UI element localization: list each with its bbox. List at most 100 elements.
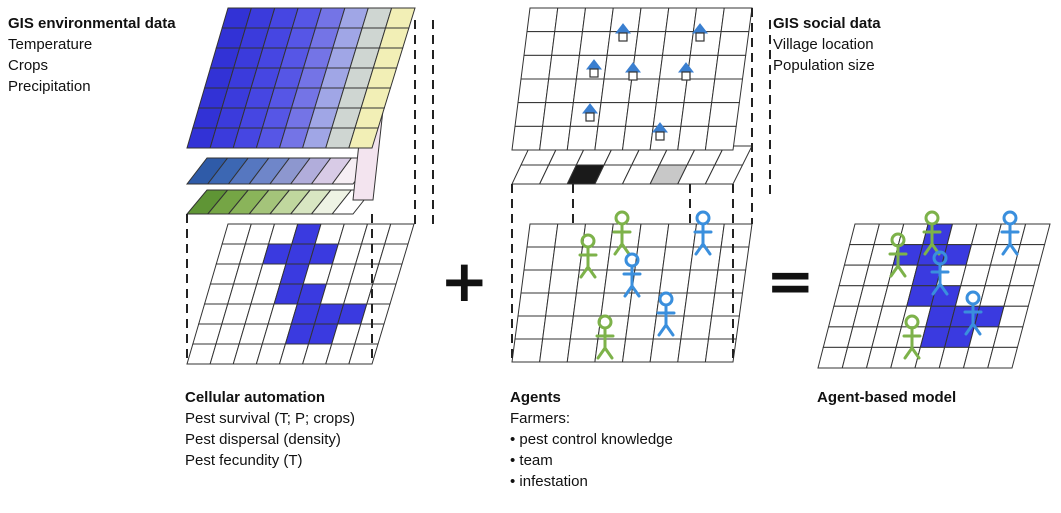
grid-cell <box>514 102 547 127</box>
temperature-layer <box>186 7 416 149</box>
grid-cell <box>637 7 670 33</box>
agent-right-leg <box>630 284 641 298</box>
grid-cell <box>514 315 547 340</box>
grid-cell <box>572 78 605 104</box>
grid-cell <box>517 78 550 104</box>
grid-cell <box>526 223 559 248</box>
agent-right-leg <box>1008 242 1019 256</box>
agent-right-leg <box>910 346 921 360</box>
population-layer <box>511 145 753 185</box>
agent-left-leg <box>1001 242 1012 256</box>
ca-label: Cellular automation Pest survival (T; P;… <box>185 387 355 471</box>
grid-cell <box>551 246 584 271</box>
grid-cell <box>992 326 1024 348</box>
grid-cell <box>597 102 630 127</box>
agents-grid <box>511 210 753 363</box>
grid-cell <box>686 269 719 294</box>
grid-cell <box>348 127 379 149</box>
grid-cell <box>520 54 553 80</box>
ca-item-survival: Pest survival (T; P; crops) <box>185 410 356 427</box>
grid-cell <box>717 31 750 56</box>
grid-cell <box>628 292 661 317</box>
grid-cell <box>545 78 577 104</box>
grid-cell <box>517 292 550 317</box>
precipitation-layer <box>185 157 373 185</box>
grid-cell <box>520 269 553 294</box>
grid-cell <box>554 223 587 248</box>
grid-cell <box>511 125 544 151</box>
agent-left-leg <box>931 282 942 296</box>
agent-left-leg <box>623 284 634 298</box>
grid-cell <box>683 78 716 104</box>
agent-left-leg <box>964 322 975 336</box>
grid-cell <box>683 292 716 317</box>
grid-cell <box>714 54 747 80</box>
grid-cell <box>581 7 614 33</box>
grid-cell <box>704 125 737 151</box>
grid-cell <box>637 223 670 248</box>
grid-cell <box>707 102 740 127</box>
social-layer-stack <box>511 7 753 185</box>
grid-cell <box>572 292 605 317</box>
agent-head <box>924 210 940 226</box>
agent-right-leg <box>586 265 597 279</box>
grid-cell <box>625 315 657 340</box>
house-body <box>585 112 595 122</box>
agent-head <box>695 210 711 226</box>
grid-cell <box>548 54 580 80</box>
agent-left-leg <box>596 346 607 360</box>
grid-cell <box>554 7 587 33</box>
grid-cell <box>665 223 698 248</box>
grid-cell <box>542 102 574 127</box>
grid-cell <box>1003 285 1035 307</box>
house-body <box>655 131 665 141</box>
agent-left-leg <box>579 265 590 279</box>
village-house-icon <box>585 59 603 78</box>
grid-cell <box>539 125 571 151</box>
grid-cell <box>539 338 571 363</box>
agent-left-leg <box>613 242 624 256</box>
house-body <box>681 71 691 81</box>
ca-item-fecundity: Pest fecundity (T) <box>185 452 303 469</box>
grid-cell <box>545 292 577 317</box>
house-body <box>628 71 638 81</box>
agent-right-leg <box>938 282 949 296</box>
farmer-green-icon <box>902 314 922 360</box>
grid-cell <box>1008 264 1040 287</box>
grid-cell <box>578 246 611 271</box>
grid-cell <box>348 343 379 365</box>
farmer-green-icon <box>595 314 615 360</box>
agent-left-leg <box>694 242 705 256</box>
farmer-green-icon <box>922 210 942 256</box>
agent-left-leg <box>889 264 900 278</box>
farmer-blue-icon <box>963 290 983 336</box>
agent-right-leg <box>701 242 712 256</box>
grid-cell <box>987 346 1019 369</box>
village-house-icon <box>624 62 642 81</box>
grid-cell <box>566 125 599 151</box>
grid-cell <box>523 31 556 56</box>
agent-left-leg <box>923 242 934 256</box>
grid-cell <box>634 246 667 271</box>
social-item-population: Population size <box>773 57 875 74</box>
agent-right-leg <box>603 346 614 360</box>
grid-cell <box>609 223 642 248</box>
farmer-green-icon <box>578 233 598 279</box>
agent-based-model-grid <box>817 210 1051 369</box>
grid-cell <box>661 246 694 271</box>
grid-cell <box>594 125 627 151</box>
house-body <box>589 68 599 78</box>
grid-cell <box>714 269 747 294</box>
farmer-green-icon <box>612 210 632 256</box>
grid-cell <box>600 78 633 104</box>
grid-cell <box>711 78 744 104</box>
grid-cell <box>661 31 694 56</box>
grid-cell <box>1019 223 1051 246</box>
agents-label: Agents Farmers: • pest control knowledge… <box>510 387 673 492</box>
grid-cell <box>680 315 713 340</box>
grid-cell <box>689 246 722 271</box>
grid-cell <box>677 125 710 151</box>
grid-cell <box>634 31 667 56</box>
plus-operator: + <box>440 247 489 315</box>
